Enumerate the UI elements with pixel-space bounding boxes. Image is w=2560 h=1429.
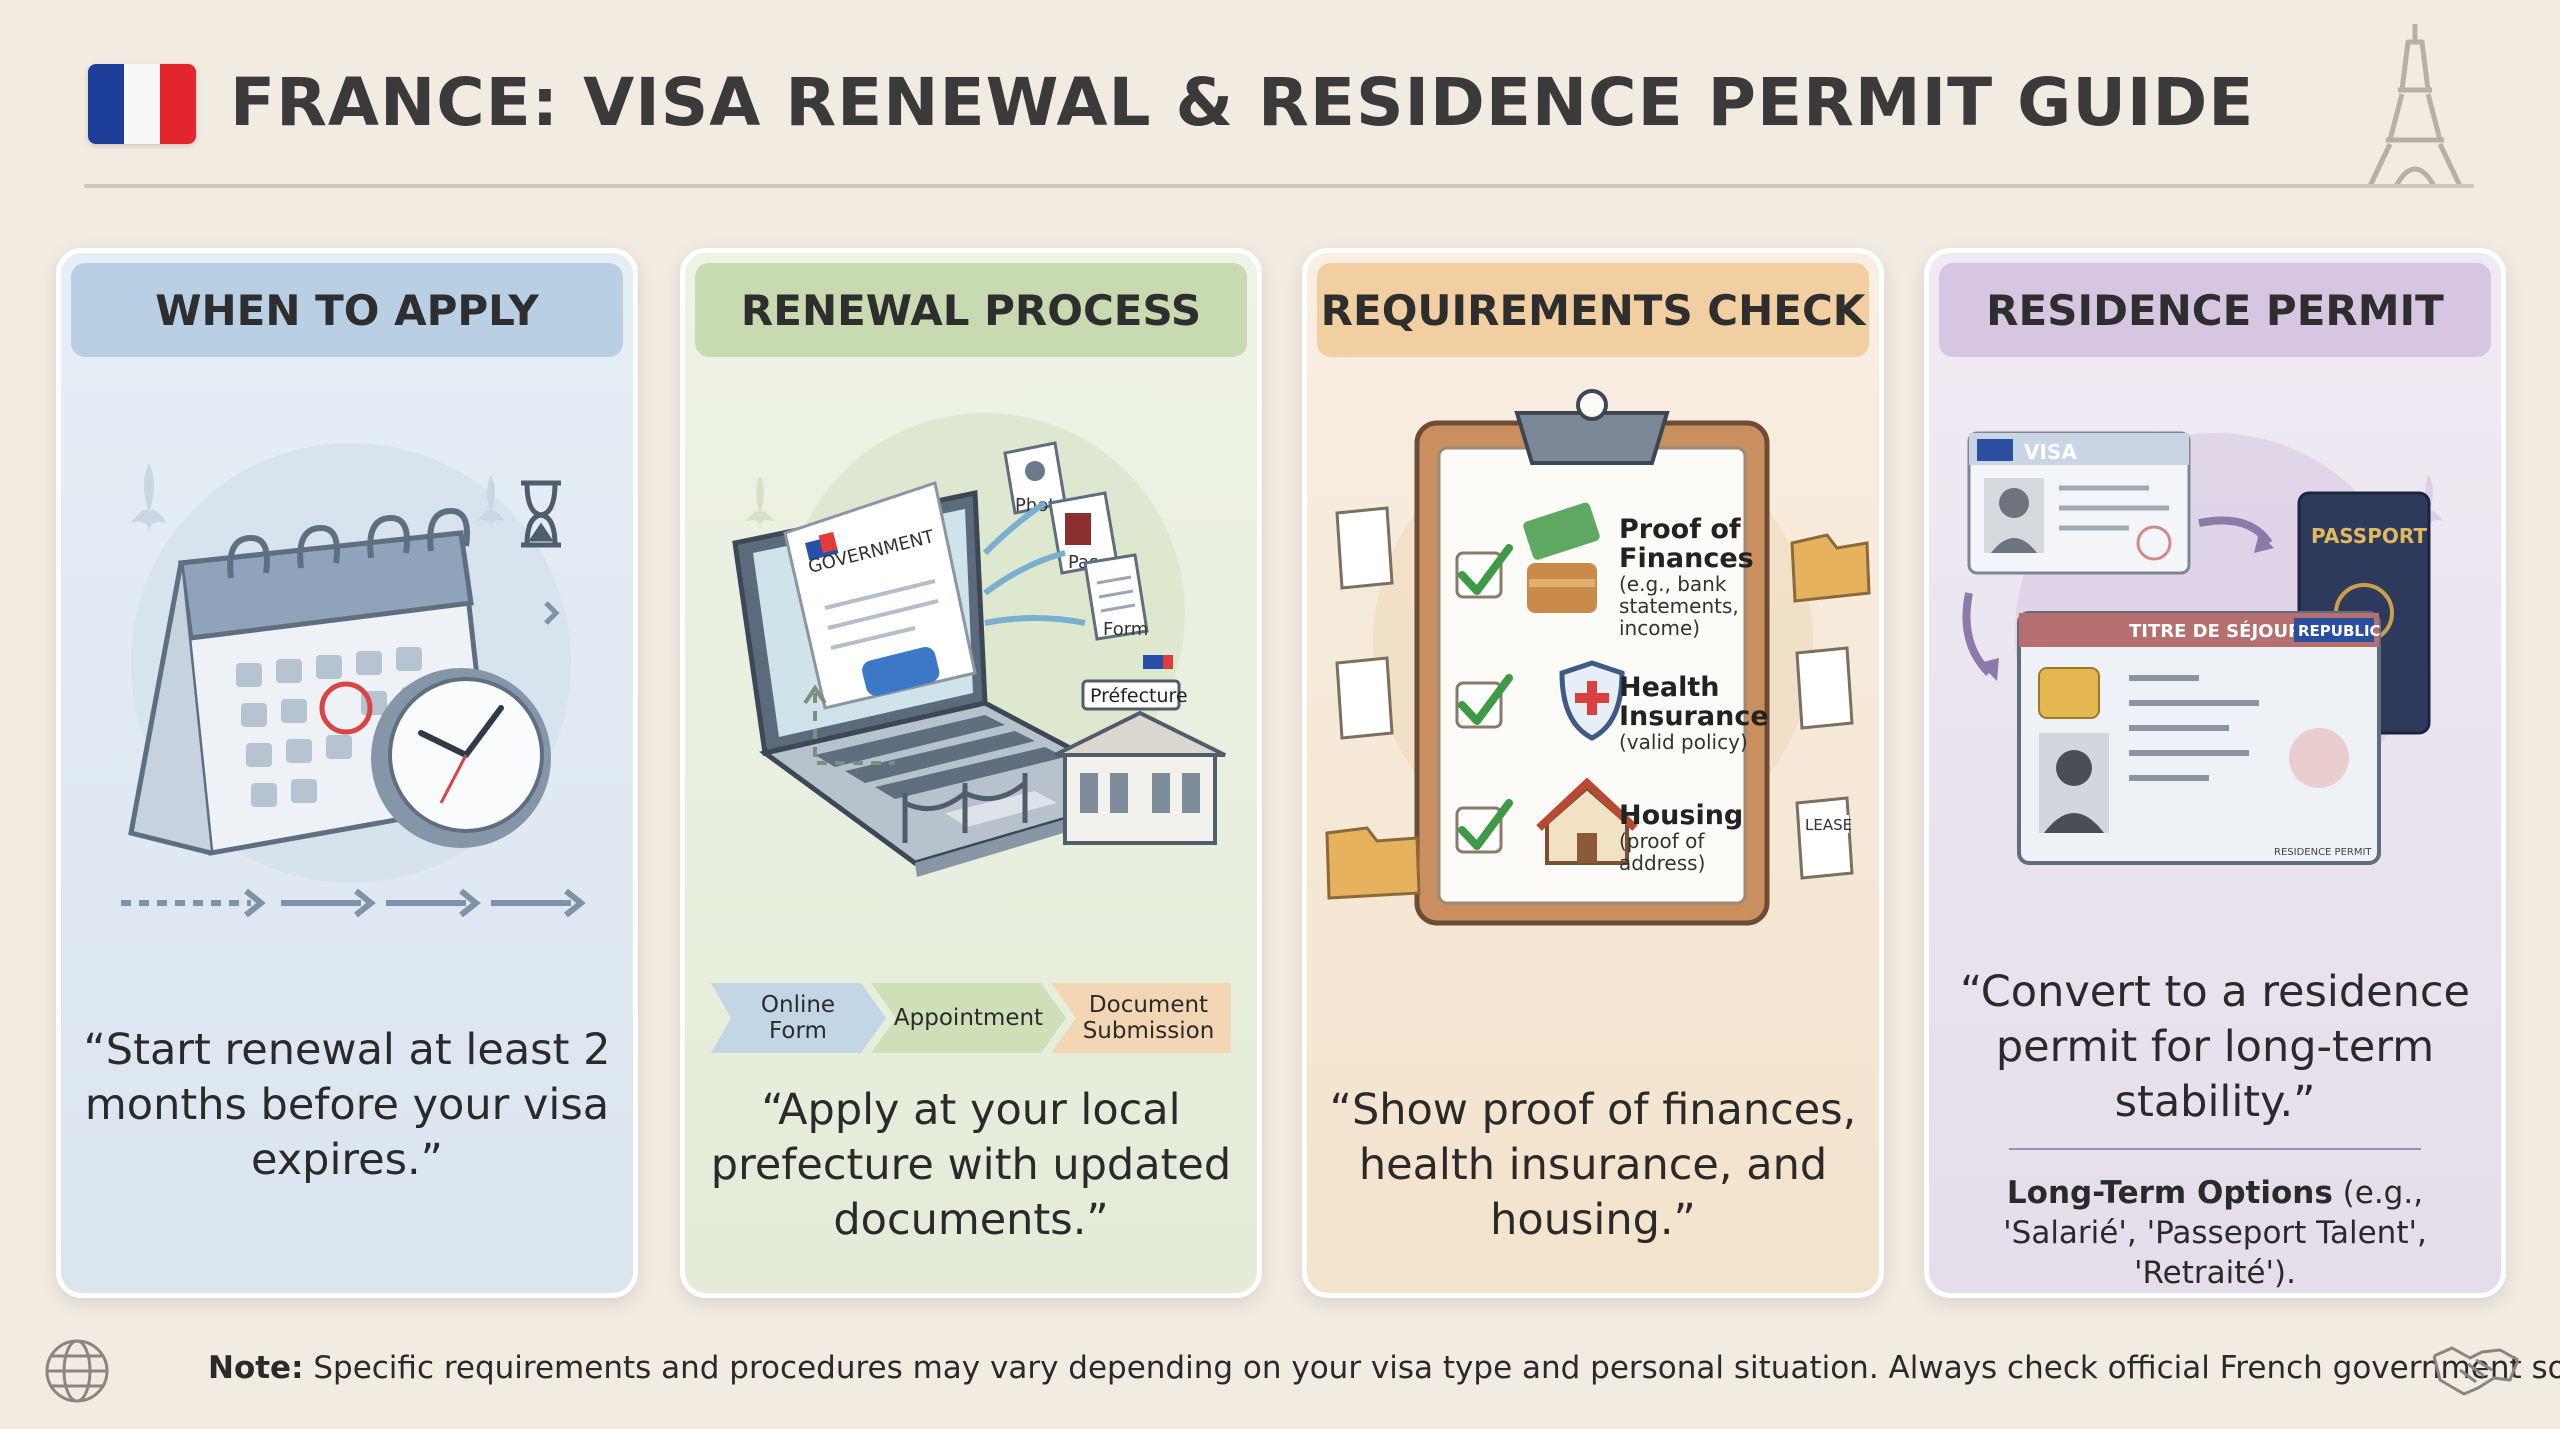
svg-text:TITRE DE SÉJOUR: TITRE DE SÉJOUR bbox=[2129, 620, 2302, 642]
clipboard-checklist-illustration: LEASE bbox=[1325, 389, 1871, 926]
house-icon bbox=[1536, 777, 1638, 865]
prefecture-building-icon: Préfecture bbox=[1054, 655, 1226, 845]
page-header: FRANCE: VISA RENEWAL & RESIDENCE PERMIT … bbox=[80, 24, 2480, 188]
queue-barrier-icon bbox=[902, 773, 1028, 843]
clock-icon bbox=[371, 668, 551, 848]
france-flag-icon bbox=[88, 64, 196, 144]
form-file-icon: Form bbox=[1083, 553, 1149, 641]
checklist-item-housing: Housing (proof of address) bbox=[1619, 800, 1744, 875]
fleur-de-lis-icon bbox=[477, 475, 505, 529]
svg-text:VISA: VISA bbox=[2024, 440, 2077, 464]
panel-when-to-apply: WHEN TO APPLY bbox=[56, 248, 638, 1298]
laptop-application-illustration: GOVERNMENT Photo Pas Form Préfecture bbox=[732, 413, 1226, 877]
svg-text:RESIDENCE PERMIT: RESIDENCE PERMIT bbox=[2274, 847, 2372, 858]
calendar-clock-illustration bbox=[121, 443, 586, 918]
panel-residence-permit: RESIDENCE PERMIT VISA PASSPORT TITRE DE … bbox=[1924, 248, 2506, 1298]
lease-label: LEASE bbox=[1805, 816, 1852, 834]
progress-arrows bbox=[121, 888, 586, 918]
fleur-de-lis-icon bbox=[131, 463, 167, 533]
residence-permit-illustration: VISA PASSPORT TITRE DE SÉJOUR REPUBLIC R… bbox=[1962, 431, 2443, 865]
process-steps: Online Form Appointment Document Submiss… bbox=[711, 983, 1231, 1053]
panel-quote: “Start renewal at least 2 months before … bbox=[83, 1025, 611, 1185]
step-document-submission: Document Submission bbox=[1082, 992, 1215, 1044]
svg-text:Form: Form bbox=[1103, 619, 1148, 640]
globe-icon bbox=[45, 1339, 109, 1403]
svg-text:PASSPORT: PASSPORT bbox=[2311, 524, 2427, 548]
step-appointment: Appointment bbox=[893, 1005, 1044, 1031]
step-online-form: Online Form bbox=[760, 992, 836, 1044]
panel-heading: RESIDENCE PERMIT bbox=[1939, 263, 2491, 357]
footer-note: Note: Specific requirements and procedur… bbox=[208, 1350, 2560, 1386]
money-wallet-icon bbox=[1523, 502, 1600, 613]
svg-text:REPUBLIC: REPUBLIC bbox=[2298, 622, 2381, 640]
visa-card: VISA bbox=[1967, 431, 2191, 575]
long-term-options: Long-Term Options (e.g., 'Salarié', 'Pas… bbox=[2003, 1175, 2427, 1291]
panel-requirements-check: REQUIREMENTS CHECK LEASE Proof of F bbox=[1302, 248, 1884, 1298]
hourglass-icon bbox=[521, 480, 561, 548]
health-shield-icon bbox=[1559, 660, 1625, 741]
checklist-item-finances: Proof of Finances (e.g., bank statements… bbox=[1619, 514, 1754, 640]
panel-renewal-process: RENEWAL PROCESS GOVERNMENT Photo Pas bbox=[680, 248, 1262, 1298]
government-document: GOVERNMENT bbox=[783, 481, 977, 710]
checklist-item-health: Health Insurance (valid policy) bbox=[1619, 672, 1769, 754]
building-label: Préfecture bbox=[1090, 685, 1188, 707]
fleur-de-lis-icon bbox=[746, 475, 774, 529]
panel-heading: WHEN TO APPLY bbox=[71, 263, 623, 357]
divider bbox=[2009, 1148, 2421, 1150]
page-title: FRANCE: VISA RENEWAL & RESIDENCE PERMIT … bbox=[230, 64, 2255, 141]
handshake-icon bbox=[2432, 1346, 2520, 1396]
panel-heading: RENEWAL PROCESS bbox=[695, 263, 1247, 357]
panel-quote: “Apply at your local prefecture with upd… bbox=[710, 1085, 1232, 1245]
folder-icon bbox=[1325, 533, 1871, 900]
checkmark-icon bbox=[1458, 544, 1513, 850]
panel-heading: REQUIREMENTS CHECK bbox=[1317, 263, 1869, 357]
panel-quote: “Convert to a residence permit for long-… bbox=[1960, 967, 2470, 1127]
panel-quote: “Show proof of finances, health insuranc… bbox=[1329, 1085, 1857, 1245]
footer: Note: Specific requirements and procedur… bbox=[0, 1336, 2560, 1406]
eiffel-tower-icon bbox=[2367, 24, 2463, 188]
upload-icon bbox=[862, 646, 940, 696]
residence-permit-card: TITRE DE SÉJOUR REPUBLIC RESIDENCE PERMI… bbox=[2017, 611, 2381, 865]
steps-chevrons bbox=[711, 983, 1231, 1053]
header-divider bbox=[84, 184, 2474, 188]
